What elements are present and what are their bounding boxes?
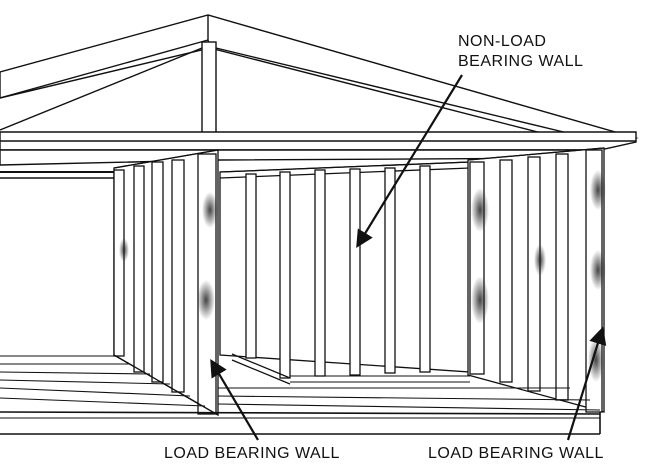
load-bearing-wall-label-left: LOAD BEARING WALL (164, 445, 340, 462)
non-load-label-line2: BEARING WALL (458, 53, 584, 70)
non-load-bearing-wall (219, 161, 471, 385)
floor-deck (0, 355, 601, 435)
right-load-bearing-wall (467, 147, 606, 413)
leader-lines (210, 74, 607, 441)
arrow-load-right (566, 326, 607, 441)
arrow-load-left (210, 358, 259, 441)
non-load-bearing-wall-label: NON-LOAD BEARING WALL (458, 32, 583, 72)
load-bearing-wall-label-right: LOAD BEARING WALL (428, 445, 604, 462)
non-load-label-line1: NON-LOAD (458, 33, 547, 50)
left-load-bearing-wall (113, 149, 219, 417)
arrow-non-load (356, 74, 463, 249)
king-post (201, 41, 217, 135)
